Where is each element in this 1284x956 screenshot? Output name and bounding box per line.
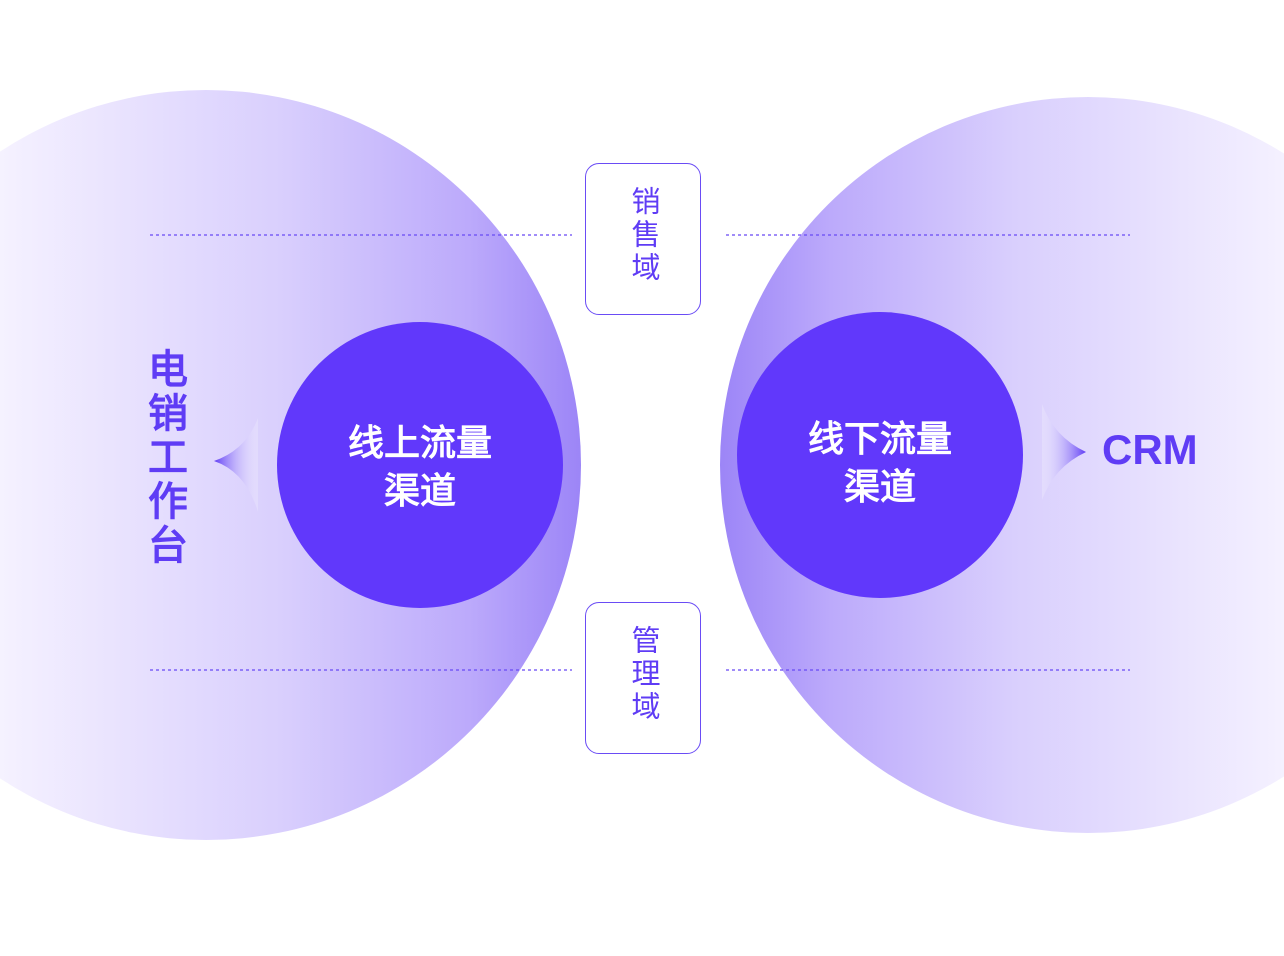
right-inner-circle bbox=[737, 312, 1023, 598]
right-side-label: CRM bbox=[1102, 426, 1198, 473]
management-domain-box: 管理域 bbox=[585, 602, 701, 754]
management-domain-label: 管理域 bbox=[627, 625, 661, 724]
sales-domain-box: 销售域 bbox=[585, 163, 701, 315]
sales-domain-label: 销售域 bbox=[627, 186, 661, 285]
left-inner-circle bbox=[277, 322, 563, 608]
left-arrow-icon bbox=[214, 418, 258, 512]
left-side-label: 电销工作台 bbox=[141, 348, 187, 568]
right-circle-label: 线下流量 渠道 bbox=[807, 419, 952, 508]
left-circle-label: 线上流量 渠道 bbox=[347, 423, 492, 512]
right-arrow-icon bbox=[1042, 404, 1086, 500]
